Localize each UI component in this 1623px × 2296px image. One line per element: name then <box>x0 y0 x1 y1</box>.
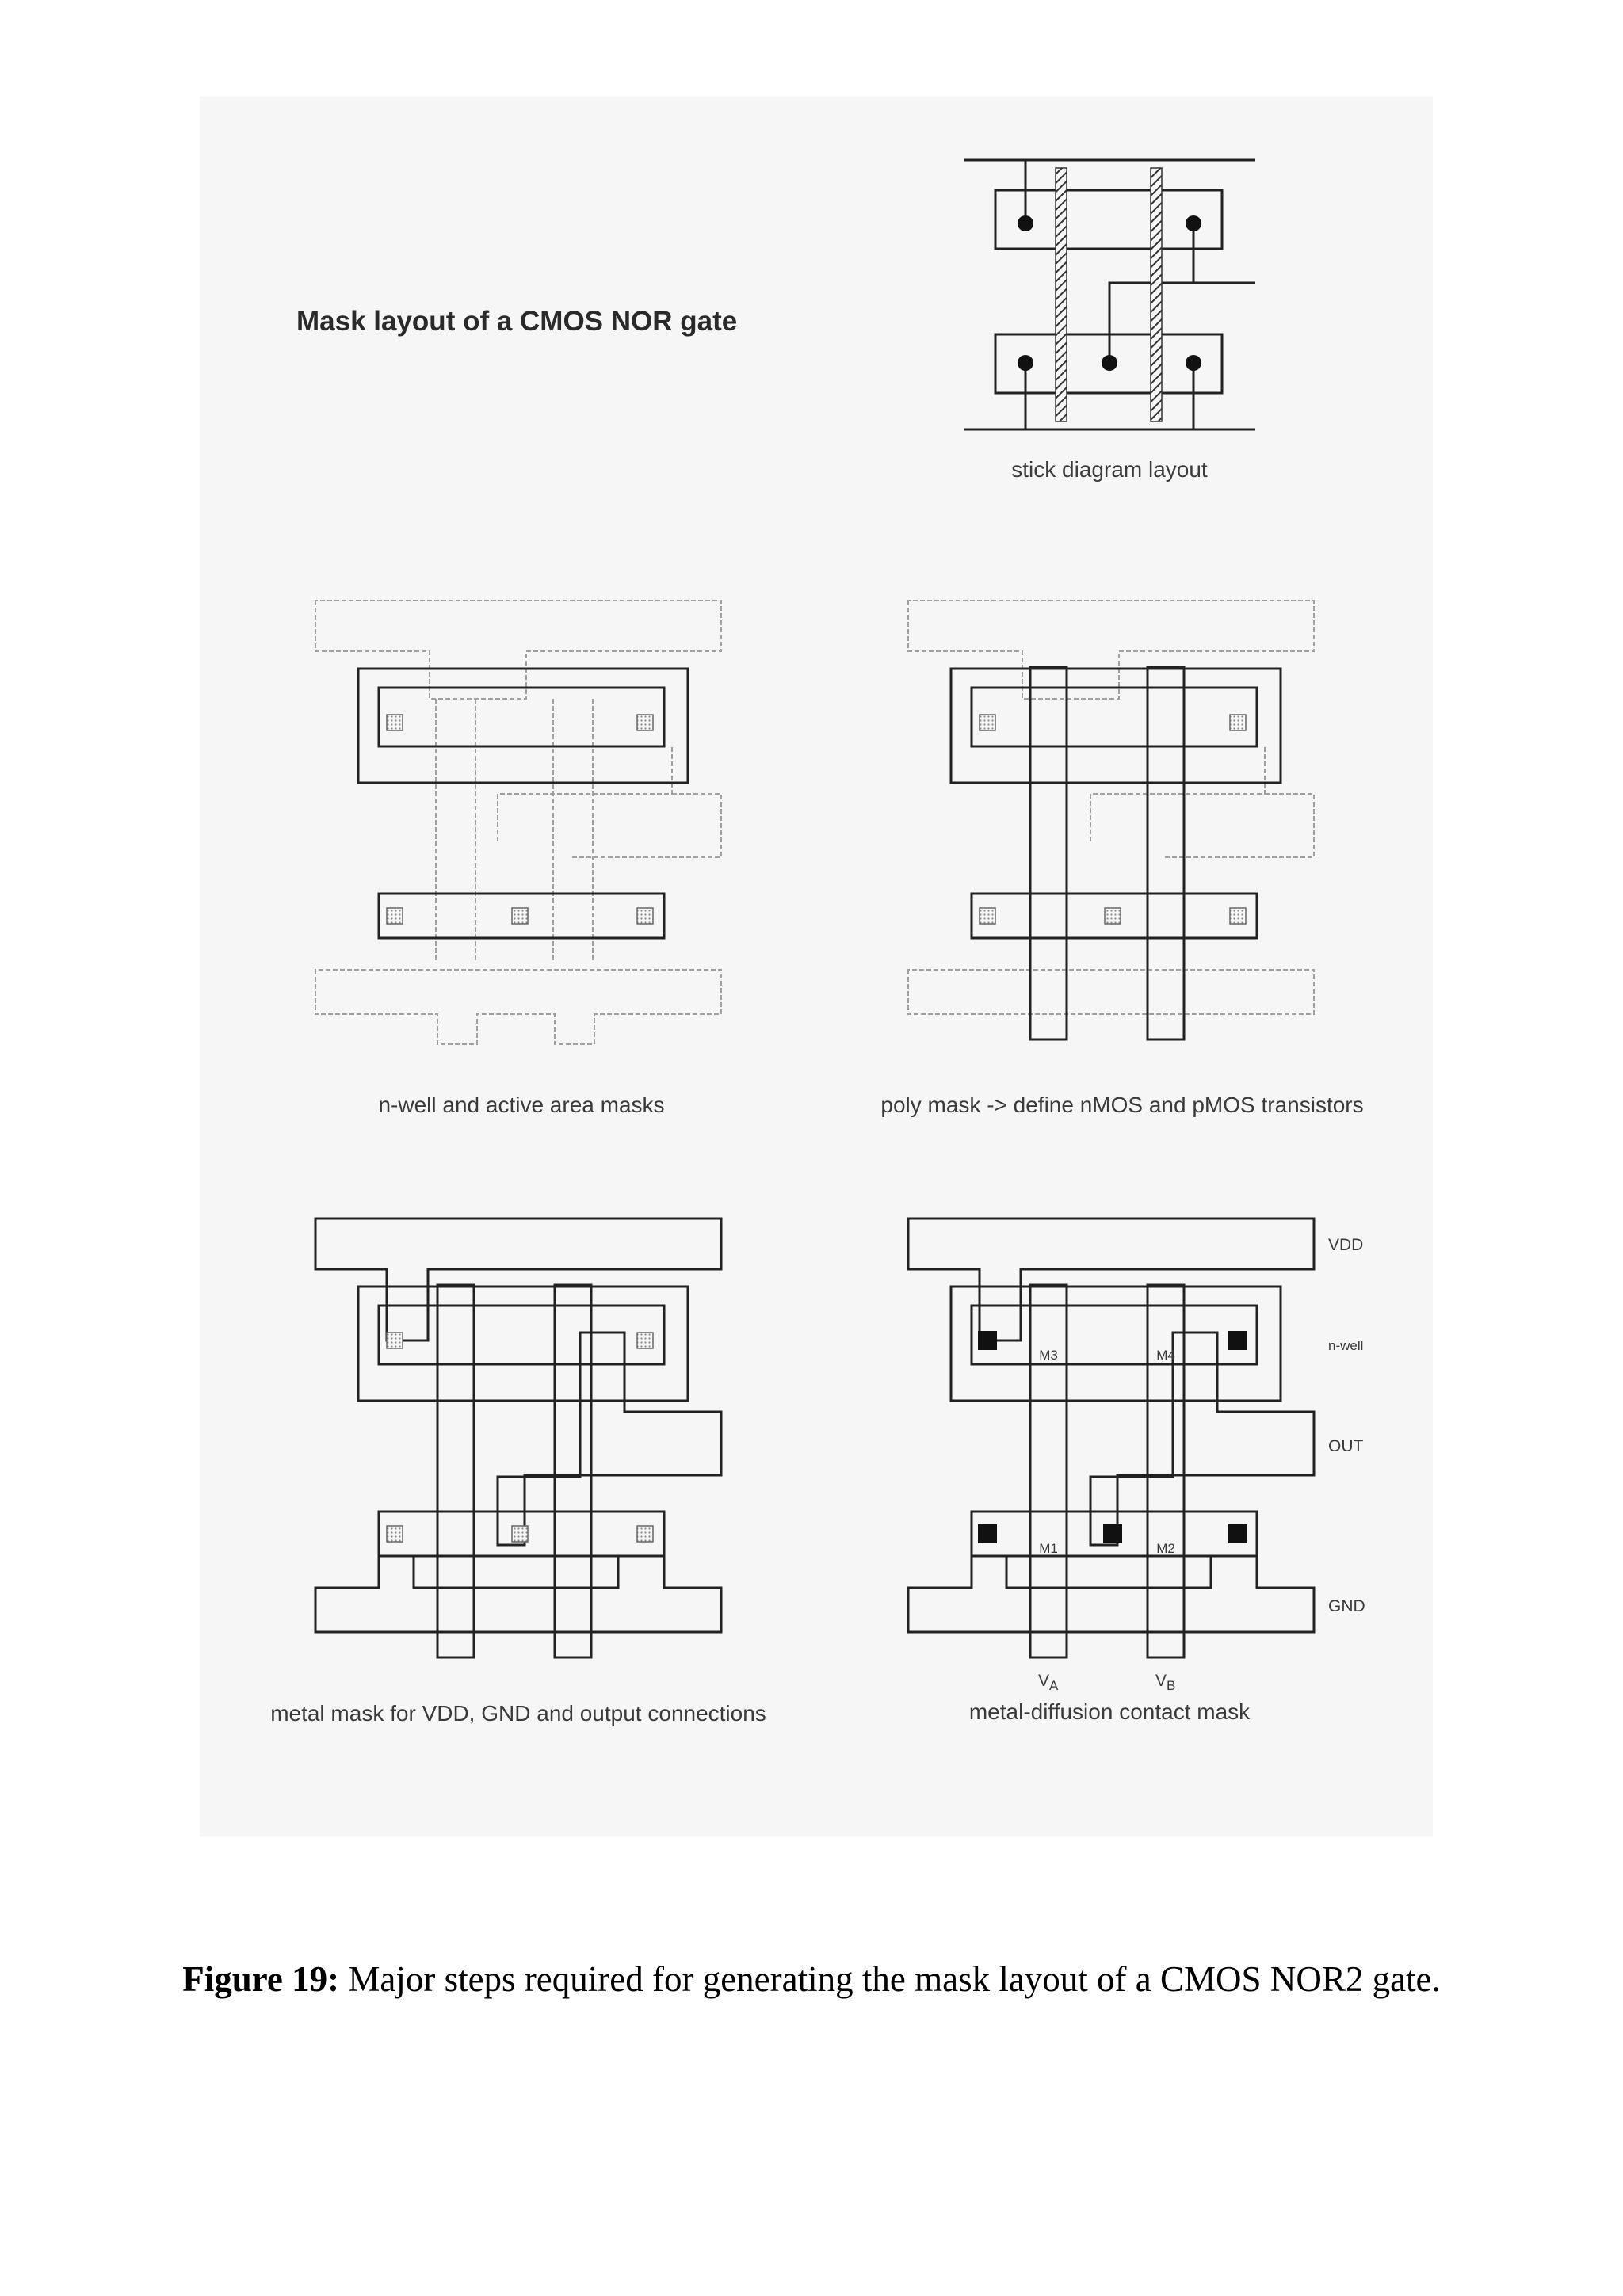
pmos-active-area <box>377 686 666 748</box>
stick-poly-b <box>1150 167 1163 422</box>
contact-square <box>1103 1524 1122 1543</box>
nwell-caption: n-well and active area masks <box>378 1093 664 1117</box>
label-m1: M1 <box>1039 1541 1058 1556</box>
label-m4: M4 <box>1156 1348 1175 1363</box>
faint-contact <box>636 1332 654 1349</box>
faint-contact <box>636 907 654 925</box>
nwell-boundary <box>949 1285 1282 1402</box>
stick-contact <box>1102 355 1117 371</box>
nwell-boundary <box>949 667 1282 784</box>
metal-diffusion-contacts <box>978 1331 1247 1543</box>
stick-caption: stick diagram layout <box>1011 457 1208 482</box>
faint-contact <box>636 714 654 731</box>
figure-diagram: Mask layout of a CMOS NOR gate stick dia… <box>270 158 1365 1726</box>
contact-caption: metal-diffusion contact mask <box>969 1699 1251 1724</box>
contact-square <box>978 1524 997 1543</box>
faint-gnd-metal <box>907 969 1315 1015</box>
pmos-active-area <box>970 686 1258 748</box>
contact-square <box>1228 1524 1247 1543</box>
figure-caption-label: Figure 19: <box>182 1959 340 1999</box>
figure-panel: Mask layout of a CMOS NOR gate stick dia… <box>200 97 1433 1836</box>
poly-panel <box>907 600 1315 1041</box>
faint-contact <box>979 714 996 731</box>
faint-contact <box>1104 907 1121 925</box>
faint-out-route <box>1090 746 1315 858</box>
metal-caption: metal mask for VDD, GND and output conne… <box>270 1701 766 1726</box>
pmos-active-area <box>970 1304 1258 1366</box>
label-out: OUT <box>1328 1437 1364 1455</box>
faint-contact <box>979 907 996 925</box>
faint-contact <box>1229 907 1247 925</box>
out-metal <box>496 1331 723 1547</box>
nmos-active-area <box>377 892 666 940</box>
figure-caption-text: Major steps required for generating the … <box>339 1959 1441 1999</box>
contact-square <box>978 1331 997 1350</box>
nwell-boundary <box>357 1285 689 1402</box>
stick-contact <box>1018 355 1033 371</box>
vdd-metal <box>907 1217 1316 1342</box>
contact-square <box>1228 1331 1247 1350</box>
figure-caption: Figure 19: Major steps required for gene… <box>143 1957 1480 2001</box>
faint-gnd-metal <box>315 969 722 1045</box>
faint-contact <box>386 714 403 731</box>
vdd-metal <box>314 1217 723 1342</box>
gnd-metal <box>907 1554 1316 1634</box>
faint-vdd-metal <box>315 600 722 700</box>
nwell-faint-contacts <box>386 714 654 925</box>
nmos-active-area <box>970 892 1258 940</box>
stick-contact <box>1186 215 1201 231</box>
label-va: VA <box>1038 1672 1059 1693</box>
poly-caption: poly mask -> define nMOS and pMOS transi… <box>880 1093 1363 1117</box>
stick-pmos-diffusion <box>994 189 1224 250</box>
stick-contact <box>1018 215 1033 231</box>
label-gnd: GND <box>1328 1597 1365 1615</box>
label-vb: VB <box>1155 1672 1175 1693</box>
poly-gate-a <box>1029 666 1068 1041</box>
faint-contact <box>386 1525 403 1543</box>
pmos-active-area <box>377 1304 666 1366</box>
faint-contact <box>386 1332 403 1349</box>
faint-contact <box>1229 714 1247 731</box>
faint-vdd-metal <box>907 600 1315 700</box>
poly-gate-b <box>1146 666 1186 1041</box>
contact-panel: M3 M4 M1 M2 VDD n-well OUT GND VA VB <box>907 1217 1365 1693</box>
nmos-active-area <box>970 1510 1258 1558</box>
faint-contact <box>511 907 529 925</box>
metal-faint-contacts <box>386 1332 654 1543</box>
faint-contact <box>386 907 403 925</box>
metal-panel <box>314 1217 723 1659</box>
label-nwell: n-well <box>1328 1338 1363 1353</box>
poly-gate-a <box>1029 1283 1068 1659</box>
poly-gate-b <box>553 1283 593 1659</box>
poly-faint-outlines <box>907 600 1315 1015</box>
faint-out-route <box>497 746 722 858</box>
poly-gate-b <box>1146 1283 1186 1659</box>
nmos-active-area <box>377 1510 666 1558</box>
label-vdd: VDD <box>1328 1236 1363 1254</box>
faint-contact <box>636 1525 654 1543</box>
out-metal <box>1089 1331 1316 1547</box>
stick-poly-a <box>1055 167 1067 422</box>
diagram-title: Mask layout of a CMOS NOR gate <box>296 306 737 337</box>
label-m3: M3 <box>1039 1348 1058 1363</box>
nwell-active-panel: n-well and active area masks <box>315 600 722 1117</box>
stick-contacts <box>1018 215 1201 371</box>
stick-contact <box>1186 355 1201 371</box>
nwell-faint-outlines <box>315 600 722 1045</box>
label-m2: M2 <box>1156 1541 1175 1556</box>
poly-gate-a <box>436 1283 475 1659</box>
nwell-boundary <box>357 667 689 784</box>
stick-diagram <box>964 158 1255 431</box>
faint-poly <box>435 699 594 960</box>
faint-contact <box>511 1525 529 1543</box>
gnd-metal <box>314 1554 723 1634</box>
poly-faint-contacts <box>979 714 1247 925</box>
